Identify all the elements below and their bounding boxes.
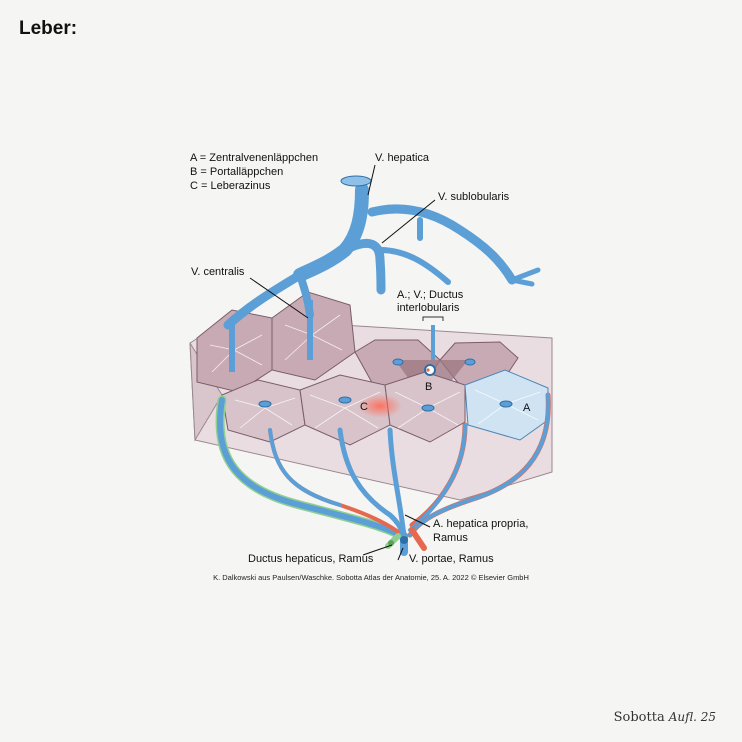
portal-triad-b	[424, 364, 436, 376]
central-vein-dot-3	[421, 404, 435, 412]
marker-b: B	[425, 381, 432, 393]
portal-triad-b-artery	[426, 368, 430, 372]
label-interlobularis-1: A.; V.; Ductus	[397, 289, 464, 301]
image-credit: K. Dalkowski aus Paulsen/Waschke. Sobott…	[213, 573, 529, 582]
central-vein-dot-5	[392, 358, 404, 366]
central-vein-dot-4	[499, 400, 513, 408]
legend-item-a: A = Zentralvenenläppchen	[190, 152, 318, 164]
label-a-hepatica-1: A. hepatica propria,	[433, 518, 528, 530]
central-vein-dot-6	[464, 358, 476, 366]
label-v-portae: V. portae, Ramus	[409, 553, 494, 565]
leader-lines	[249, 164, 436, 561]
marker-c: C	[360, 401, 368, 413]
marker-a: A	[523, 402, 531, 414]
ductus-hepaticus-opening	[388, 540, 394, 546]
acinus-c-highlight	[358, 394, 402, 418]
footer-edition: Aufl. 25	[668, 710, 716, 724]
label-v-sublobularis: V. sublobularis	[438, 191, 510, 203]
label-ductus-hepaticus: Ductus hepaticus, Ramus	[248, 553, 374, 565]
label-v-hepatica: V. hepatica	[375, 152, 430, 164]
portal-supply-tree	[215, 392, 551, 556]
legend-item-c: C = Leberazinus	[190, 180, 271, 192]
v-portae-opening	[400, 536, 408, 544]
central-vein-dot-1	[258, 400, 272, 408]
legend-item-b: B = Portalläppchen	[190, 166, 283, 178]
central-vein-dot-2	[338, 396, 352, 404]
footer-brand-name: Sobotta	[613, 710, 665, 725]
v-hepatica-opening	[340, 175, 372, 187]
label-v-centralis: V. centralis	[191, 266, 245, 278]
page-title: Leber:	[19, 18, 78, 39]
label-interlobularis-2: interlobularis	[397, 302, 460, 314]
interlobular-bracket	[422, 316, 444, 321]
label-a-hepatica-2: Ramus	[433, 532, 468, 544]
hepatic-vein-tree	[223, 183, 541, 330]
